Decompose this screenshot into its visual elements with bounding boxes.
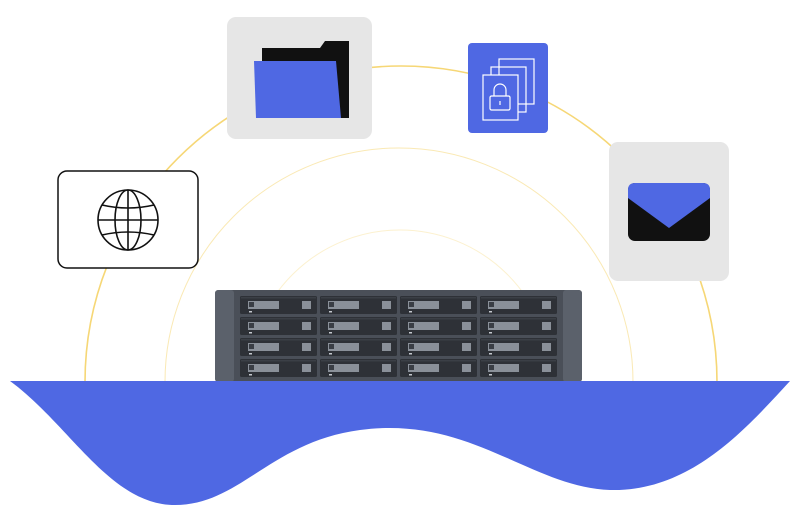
drive-bay bbox=[240, 338, 317, 356]
mail-envelope-icon bbox=[628, 183, 710, 241]
drive-bay bbox=[320, 338, 397, 356]
drive-bay bbox=[400, 338, 477, 356]
drive-bay bbox=[480, 317, 557, 335]
drive-bay bbox=[320, 296, 397, 314]
locked-documents-icon bbox=[482, 58, 535, 121]
drive-bays bbox=[240, 296, 557, 377]
drive-bay bbox=[320, 359, 397, 377]
folder-icon bbox=[254, 41, 349, 118]
folder-card bbox=[227, 17, 372, 139]
drive-bay bbox=[400, 296, 477, 314]
nas-server-rack bbox=[215, 290, 582, 382]
drive-bay bbox=[400, 359, 477, 377]
drive-bay bbox=[400, 317, 477, 335]
middle-arc bbox=[164, 147, 634, 383]
drive-bay bbox=[480, 359, 557, 377]
drive-bay bbox=[480, 296, 557, 314]
drive-bay bbox=[240, 359, 317, 377]
drive-bay bbox=[480, 338, 557, 356]
globe-card bbox=[57, 170, 199, 269]
drive-bay bbox=[240, 296, 317, 314]
locked-documents-card bbox=[468, 43, 548, 133]
globe-icon bbox=[97, 189, 159, 251]
blue-wave-ground bbox=[10, 381, 790, 505]
mail-card bbox=[609, 142, 729, 281]
drive-bay bbox=[240, 317, 317, 335]
drive-bay bbox=[320, 317, 397, 335]
